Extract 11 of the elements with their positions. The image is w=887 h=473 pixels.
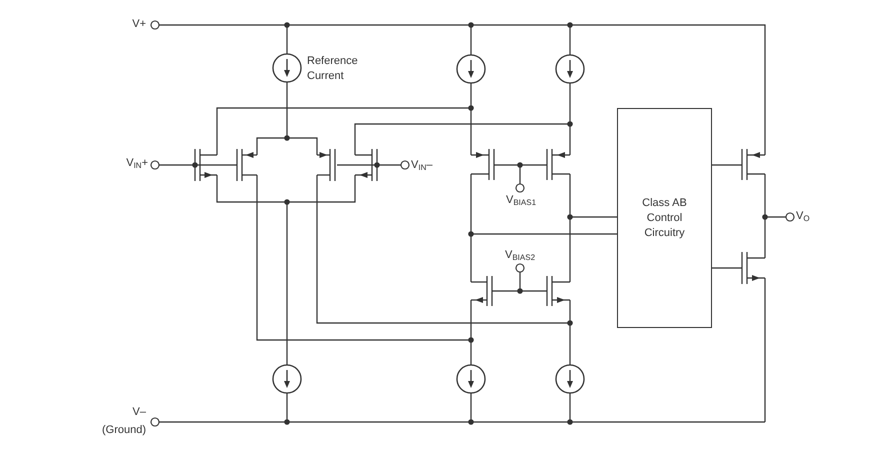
terminal-label: (Ground)	[102, 423, 146, 438]
terminal-label: V$_{IN}$–	[411, 158, 432, 173]
terminal-label: V$_{O}$	[796, 209, 810, 224]
terminal-label: V+	[132, 17, 146, 32]
control-block	[617, 108, 712, 328]
block-label: Class AB Control Circuitry	[641, 196, 688, 240]
terminal-label: V–	[132, 405, 146, 420]
terminal-label: Reference Current	[307, 54, 359, 84]
terminal-label: V$_{BIAS2}$	[505, 248, 536, 263]
terminal-label: V$_{BIAS1}$	[506, 193, 536, 208]
terminal-label: V$_{IN}$+	[126, 156, 148, 171]
